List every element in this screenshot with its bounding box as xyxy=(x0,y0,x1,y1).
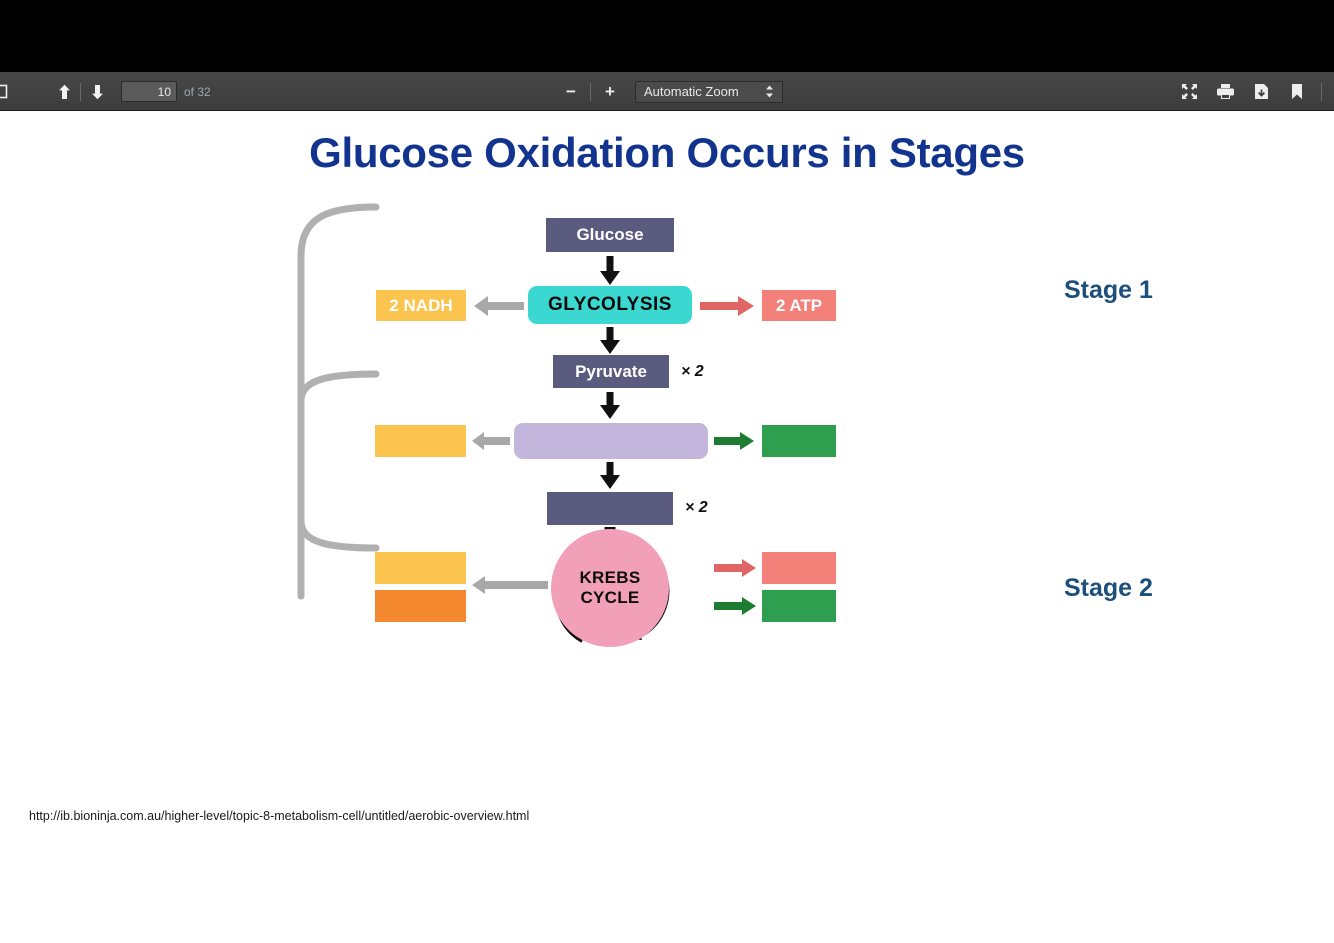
node-2-nadh: 2 NADH xyxy=(376,290,466,321)
download-icon[interactable] xyxy=(1247,79,1275,104)
pdf-toolbar: 10 of 32 − + Automatic Zoom xyxy=(0,72,1334,111)
node-nadh-link-reaction xyxy=(375,425,466,457)
krebs-label-line1: KREBS xyxy=(579,568,641,588)
zoom-level-value: Automatic Zoom xyxy=(644,84,739,99)
toolbar-right-group xyxy=(1175,72,1324,111)
node-link-reaction xyxy=(514,423,708,459)
zoom-in-button[interactable]: + xyxy=(605,81,615,101)
acetyl-coa-multiplier: × 2 xyxy=(685,499,708,516)
page-title: Glucose Oxidation Occurs in Stages xyxy=(309,129,1025,176)
node-fadh2-krebs xyxy=(375,590,466,622)
arrow-left-link-to-nadh xyxy=(472,432,510,450)
node-2-atp: 2 ATP xyxy=(762,290,836,321)
arrow-down-glucose-to-glycolysis xyxy=(600,256,620,285)
zoom-out-button[interactable]: − xyxy=(566,81,576,101)
node-acetyl-coa xyxy=(547,492,673,525)
glucose-oxidation-diagram: Glucose GLYCOLYSIS 2 NADH 2 ATP Pyruvate… xyxy=(290,196,850,676)
arrow-right-glycolysis-to-atp xyxy=(700,296,754,316)
sidebar-toggle-icon[interactable] xyxy=(0,79,14,104)
previous-page-icon[interactable] xyxy=(50,79,78,104)
node-pyruvate: Pyruvate xyxy=(553,355,669,388)
arrow-down-link-to-acetyl-coa xyxy=(600,462,620,489)
browser-top-black-bar xyxy=(0,0,1334,72)
arrow-right-link-to-co2 xyxy=(714,432,754,450)
source-url-text: http://ib.bioninja.com.au/higher-level/t… xyxy=(29,809,530,823)
fullscreen-icon[interactable] xyxy=(1175,79,1203,104)
node-co2-link-reaction xyxy=(762,425,836,457)
next-page-icon[interactable] xyxy=(83,79,111,104)
arrow-left-krebs-to-nadh-fadh2 xyxy=(472,576,548,594)
pyruvate-multiplier: × 2 xyxy=(681,363,704,380)
toolbar-divider xyxy=(1321,82,1322,101)
stage-2-label: Stage 2 xyxy=(1064,574,1153,602)
node-nadh-krebs xyxy=(375,552,466,584)
toolbar-divider xyxy=(80,82,81,101)
chevron-updown-icon xyxy=(765,85,774,98)
print-icon[interactable] xyxy=(1211,79,1239,104)
node-atp-krebs xyxy=(762,552,836,584)
page-total-label: of 32 xyxy=(184,84,211,99)
toolbar-divider xyxy=(590,82,591,101)
zoom-level-select[interactable]: Automatic Zoom xyxy=(635,80,783,103)
toolbar-left-group: 10 of 32 xyxy=(0,72,211,111)
arrow-right-krebs-to-atp xyxy=(714,559,756,577)
krebs-label-line2: CYCLE xyxy=(580,588,640,607)
node-krebs-cycle: KREBS CYCLE xyxy=(551,529,669,647)
grouping-bracket xyxy=(297,203,380,600)
node-glucose: Glucose xyxy=(546,218,674,252)
arrow-down-glycolysis-to-pyruvate xyxy=(600,327,620,354)
node-glycolysis: GLYCOLYSIS xyxy=(528,286,692,324)
arrow-down-pyruvate-to-link-reaction xyxy=(600,392,620,419)
bookmark-icon[interactable] xyxy=(1283,79,1311,104)
node-co2-krebs xyxy=(762,590,836,622)
arrow-left-glycolysis-to-nadh xyxy=(474,296,524,316)
stage-1-label: Stage 1 xyxy=(1064,276,1153,304)
page-number-input[interactable]: 10 xyxy=(121,81,177,102)
toolbar-zoom-group: − + Automatic Zoom xyxy=(560,72,783,111)
arrow-right-krebs-to-co2 xyxy=(714,597,756,615)
pdf-page: Glucose Oxidation Occurs in Stages Stage… xyxy=(0,111,1334,943)
